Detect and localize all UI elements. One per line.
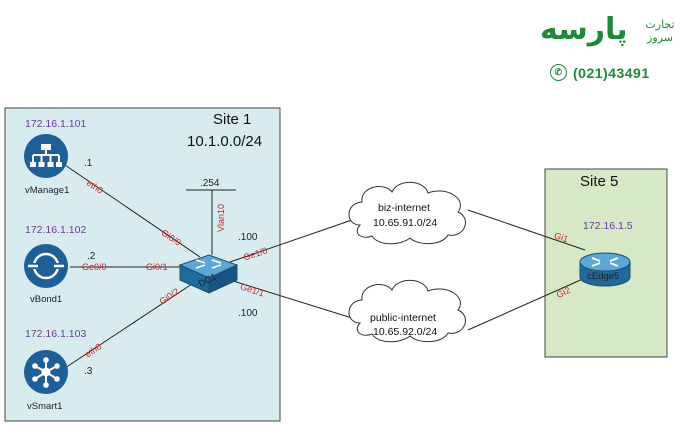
phone-number[interactable]: ✆ (021)43491 (550, 64, 650, 81)
link-vmanage-dc1 (61, 162, 201, 258)
vsmart-name: vSmart1 (27, 401, 62, 412)
brand-tagline-line2: سروز (647, 31, 673, 44)
vbond-ip: 172.16.1.102 (25, 224, 86, 236)
vbond-name: vBond1 (30, 294, 62, 305)
vbond-host: .2 (87, 251, 96, 262)
link-dc1-biz (229, 219, 353, 263)
iface-dc1-gi01: Gi0/1 (146, 262, 168, 272)
router-icon[interactable] (579, 252, 631, 287)
vmanage-icon[interactable] (24, 134, 68, 178)
biz-cloud-name: biz-internet (378, 202, 430, 214)
link-public-cedge (467, 277, 586, 331)
link-vsmart-dc1 (61, 281, 196, 371)
iface-cedge-gi1: Gi1 (553, 230, 569, 244)
vmanage-host: .1 (84, 158, 93, 169)
dc1-public-host: .100 (238, 308, 258, 319)
site5-title: Site 5 (580, 173, 618, 190)
cedge-name: cEdge5 (587, 271, 619, 282)
vbond-icon[interactable] (24, 244, 68, 288)
biz-cloud-subnet: 10.65.91.0/24 (373, 217, 437, 229)
cedge-ip: 172.16.1.5 (583, 220, 633, 232)
vsmart-ip: 172.16.1.103 (25, 328, 86, 340)
cloud-biz (348, 181, 466, 245)
public-cloud-name: public-internet (370, 312, 436, 324)
vmanage-name: vManage1 (25, 185, 69, 196)
switch-icon[interactable] (178, 254, 239, 294)
link-dc1-public (229, 279, 353, 319)
cloud-public (348, 279, 466, 343)
brand-tagline-line1: تجارت (645, 18, 675, 31)
link-biz-cedge (467, 209, 586, 251)
dc1-vlan-host: .254 (200, 178, 220, 189)
iface-dc1-vlan10: Vlan10 (216, 204, 226, 232)
links (61, 162, 586, 371)
vsmart-icon[interactable] (24, 350, 68, 394)
phone-text: (021)43491 (573, 64, 650, 81)
vsmart-host: .3 (84, 366, 93, 377)
public-cloud-subnet: 10.65.92.0/24 (373, 326, 437, 338)
iface-vbond-ge00: Ge0/0 (82, 262, 107, 272)
site1-subnet: 10.1.0.0/24 (187, 133, 262, 150)
brand-tagline: تجارت سروز (640, 18, 680, 44)
phone-icon: ✆ (550, 64, 567, 81)
dc1-biz-host: .100 (238, 232, 258, 243)
brand-name: پارسه (540, 12, 628, 47)
vmanage-ip: 172.16.1.101 (25, 118, 86, 130)
brand-logo: پارسه تجارت سروز ✆ (021)43491 (540, 12, 680, 92)
site1-title: Site 1 (213, 111, 251, 128)
